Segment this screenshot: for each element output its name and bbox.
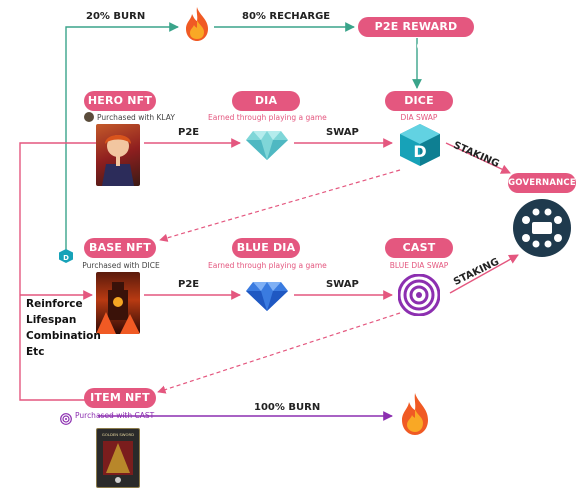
item-nft-subtitle: Purchased with CAST xyxy=(75,411,155,420)
small-cast-icon xyxy=(60,410,72,425)
dia-badge: DIA xyxy=(232,91,300,111)
dia-subtitle: Earned through playing a game xyxy=(208,113,327,122)
hero-card-image xyxy=(96,124,140,186)
swap-label-row2: SWAP xyxy=(326,279,359,290)
fire-icon xyxy=(400,392,430,436)
item-card-caption: GOLDEN SWORD xyxy=(101,432,135,437)
side-text-line: Lifespan xyxy=(26,314,77,326)
side-text-line: Reinforce xyxy=(26,298,83,310)
governance-badge: GOVERNANCE xyxy=(508,173,576,193)
base-card-image xyxy=(96,272,140,334)
cast-subtitle: BLUE DIA SWAP xyxy=(389,261,449,270)
base-nft-subtitle: Purchased with DICE xyxy=(82,261,160,270)
reward-pool-badge: P2E REWARD POOL xyxy=(358,17,474,53)
burn-line xyxy=(65,22,179,252)
p2e-label-row1: P2E xyxy=(178,127,200,138)
cast-to-item-dashed xyxy=(157,312,401,394)
item-nft-badge: ITEM NFT xyxy=(84,388,156,408)
dice-to-base-dashed xyxy=(159,169,401,242)
left-bracket-line xyxy=(19,142,96,401)
cast-staking-arrow xyxy=(449,254,519,294)
swap-label-row1: SWAP xyxy=(326,127,359,138)
small-dice-icon: D xyxy=(58,248,74,264)
dice-token-badge: DICE Token xyxy=(385,91,453,127)
hero-nft-badge: HERO NFT xyxy=(84,91,156,111)
fire-icon xyxy=(183,6,211,42)
side-text-line: Etc xyxy=(26,346,45,358)
hero-nft-subtitle: Purchased with KLAY xyxy=(97,113,175,122)
upgrade-options-text: Reinforce Lifespan Combination Etc xyxy=(26,296,101,360)
cast-token-badge: CAST Token xyxy=(385,238,453,274)
side-text-line: Combination xyxy=(26,330,101,342)
svg-text:D: D xyxy=(413,142,426,161)
base-nft-badge: BASE NFT xyxy=(84,238,156,258)
dia-gem-icon xyxy=(245,129,289,161)
item-card-image: GOLDEN SWORD xyxy=(96,428,140,488)
recharge-80-label: 80% RECHARGE xyxy=(242,11,331,22)
burn-20-label: 20% BURN xyxy=(86,11,146,22)
svg-text:D: D xyxy=(63,254,69,262)
cast-token-icon xyxy=(397,273,441,317)
dice-token-icon: D xyxy=(398,122,442,168)
blue-dia-gem-icon xyxy=(245,280,289,312)
burn-100-label: 100% BURN xyxy=(254,402,321,413)
blue-dia-subtitle: Earned through playing a game xyxy=(208,261,327,270)
governance-icon xyxy=(512,198,572,258)
dice-subtitle: DIA SWAP xyxy=(400,113,438,122)
blue-dia-badge: BLUE DIA xyxy=(232,238,300,258)
p2e-label-row2: P2E xyxy=(178,279,200,290)
dice-staking-arrow xyxy=(445,142,511,174)
klay-icon xyxy=(84,112,94,122)
